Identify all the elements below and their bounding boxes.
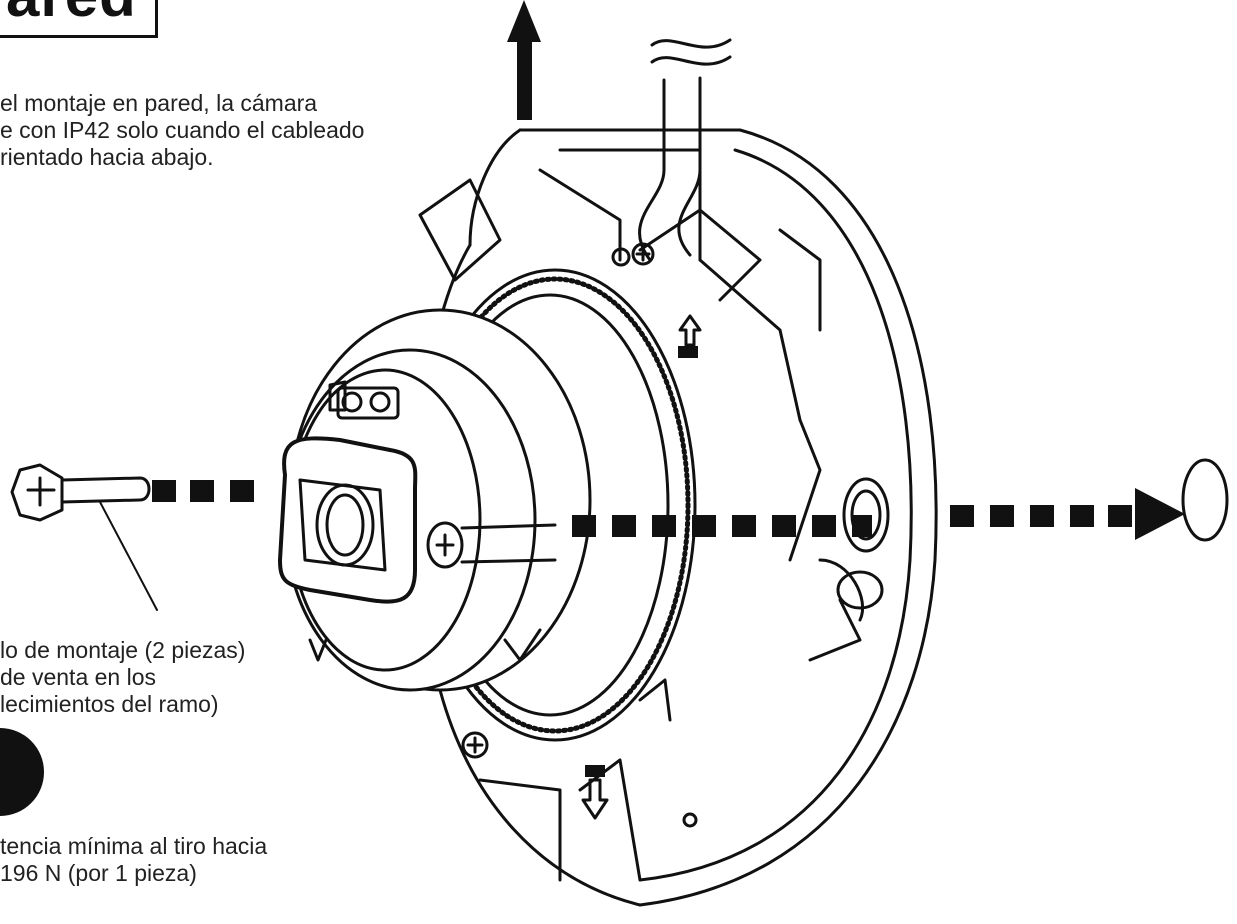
- up-arrow-icon: [507, 0, 541, 120]
- screw-leader-line: [99, 501, 158, 611]
- down-mark-icon: [581, 765, 609, 820]
- base-screw-top: [611, 242, 655, 267]
- screw-note-line: lo de montaje (2 piezas): [0, 637, 246, 663]
- screw-note-line: de venta en los: [0, 664, 157, 690]
- screw-note-line: lecimientos del ramo): [0, 691, 219, 717]
- section-heading: ared: [6, 0, 137, 26]
- pull-strength-note-line: 196 N (por 1 pieza): [0, 860, 197, 886]
- screw-note: lo de montaje (2 piezas) de venta en los…: [0, 637, 245, 718]
- camera-lens-module: [278, 308, 672, 722]
- pull-strength-note-line: tencia mínima al tiro hacia: [0, 833, 268, 859]
- ip-rating-note-line: el montaje en pared, la cámara: [0, 90, 318, 116]
- ip-rating-note: el montaje en pared, la cámara e con IP4…: [0, 90, 364, 171]
- pull-strength-note: tencia mínima al tiro hacia 196 N (por 1…: [0, 833, 267, 887]
- camera-screw: [426, 521, 557, 759]
- up-mark-icon: [678, 314, 702, 358]
- screw-icon: [10, 463, 151, 522]
- ip-rating-note-line: e con IP42 solo cuando el cableado: [0, 117, 365, 143]
- anchor-hole-icon: [1181, 458, 1229, 542]
- warning-circle-icon: [0, 728, 44, 816]
- section-heading-box: [0, 0, 158, 38]
- insertion-path-dashes: [152, 480, 1185, 540]
- ip-rating-note-line: rientado hacia abajo.: [0, 144, 214, 170]
